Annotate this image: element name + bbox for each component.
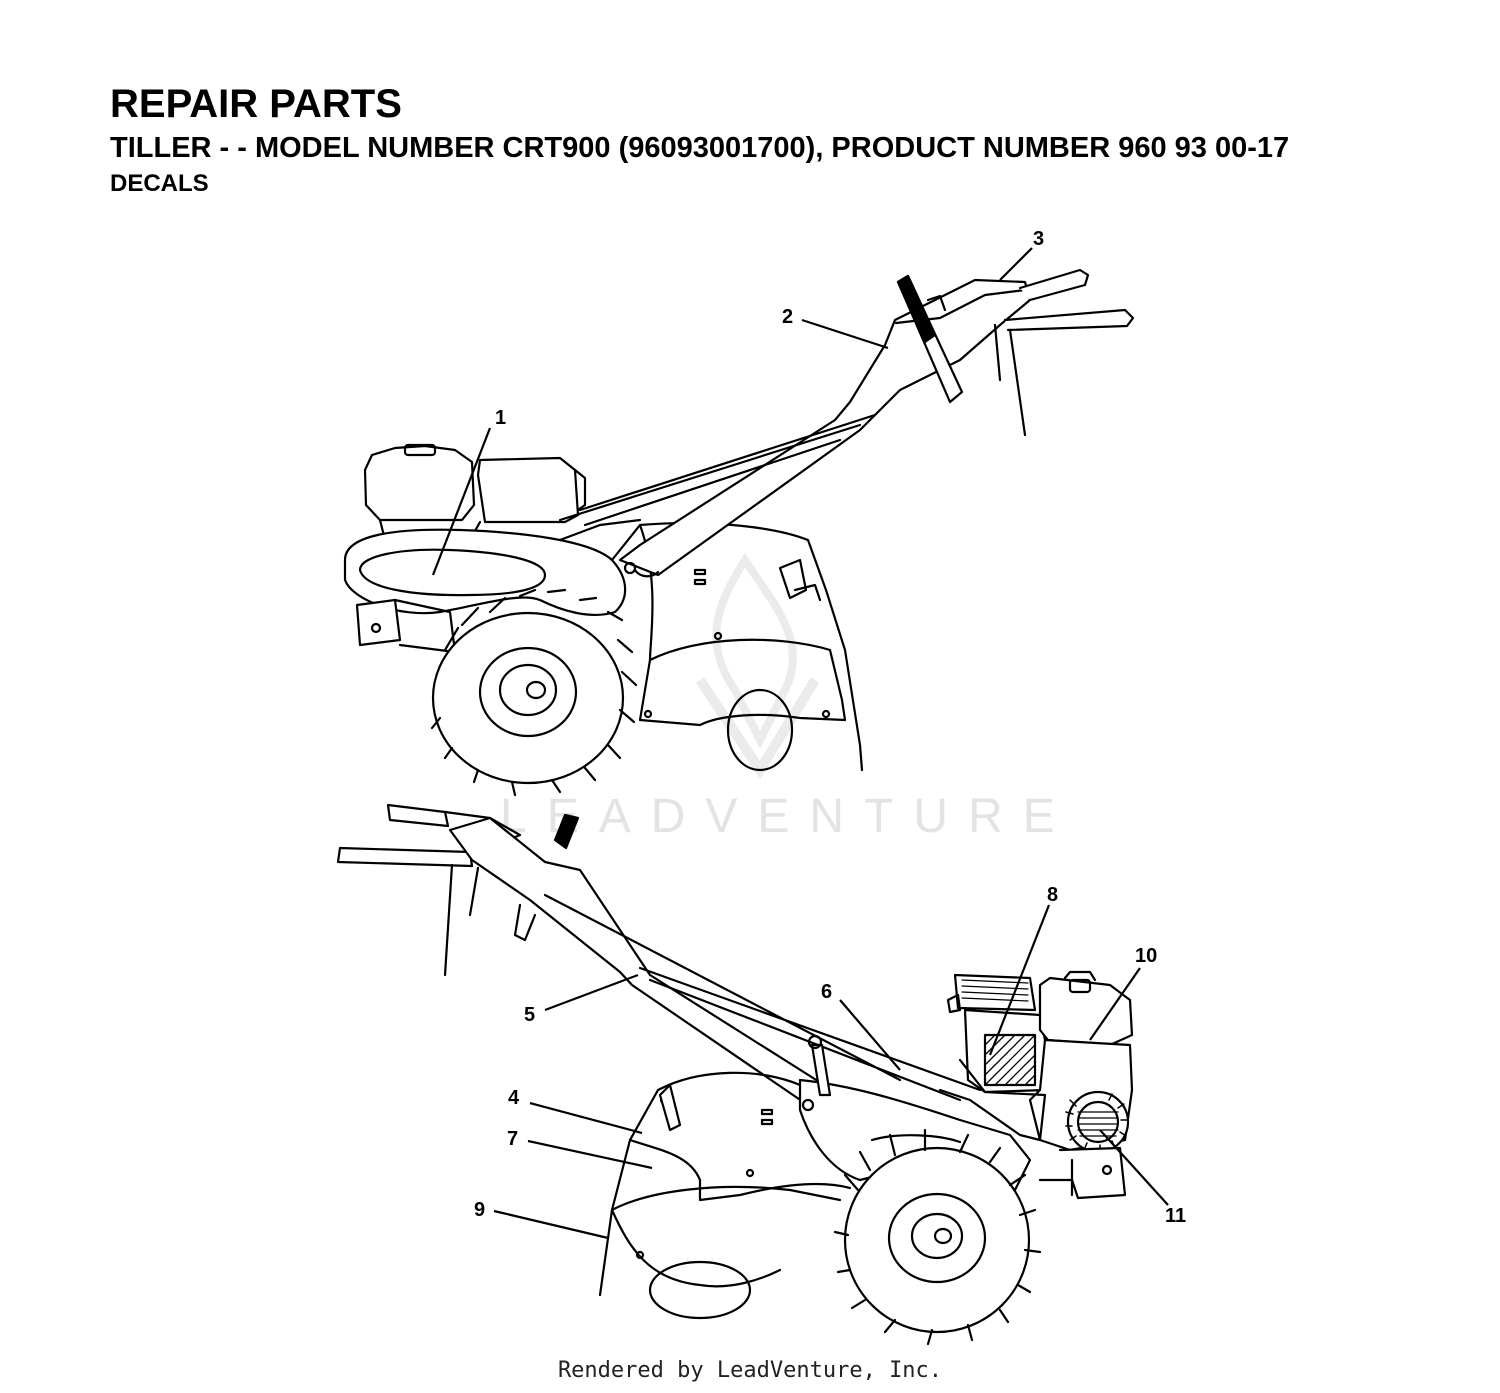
callout-4: 4 [508,1087,520,1109]
leader-line-3 [999,247,1033,281]
footer-credit: Rendered by LeadVenture, Inc. [557,1358,943,1383]
callout-6: 6 [821,981,832,1003]
callout-1: 1 [495,407,506,429]
callout-11: 11 [1165,1205,1186,1227]
callout-labels: 1 2 3 4 5 6 7 8 9 10 11 [474,228,1186,1227]
leader-line-2 [801,318,889,350]
callout-2: 2 [782,306,793,328]
tiller-top-view [343,268,1135,797]
leader-line-7 [527,1139,653,1170]
leader-line-4 [529,1101,643,1135]
leader-line-9 [493,1209,609,1240]
page-subtitle: TILLER - - MODEL NUMBER CRT900 (96093001… [110,132,1290,164]
callout-5: 5 [524,1004,535,1026]
callout-7: 7 [507,1128,518,1150]
callout-3: 3 [1033,228,1044,250]
callout-10: 10 [1135,945,1157,967]
callout-8: 8 [1047,884,1058,906]
leader-lines [431,247,1169,1240]
callout-9: 9 [474,1199,485,1221]
section-label: DECALS [110,170,209,197]
leader-line-10 [1089,967,1141,1041]
leader-line-11 [1099,1129,1169,1206]
leader-line-5 [544,973,639,1012]
leader-line-8 [988,904,1051,1056]
watermark-text: LEADVENTURE [500,790,1075,843]
leader-line-6 [839,999,901,1071]
leader-line-1 [431,427,492,576]
page-title: REPAIR PARTS [110,82,402,126]
tiller-bottom-view [336,803,1134,1346]
